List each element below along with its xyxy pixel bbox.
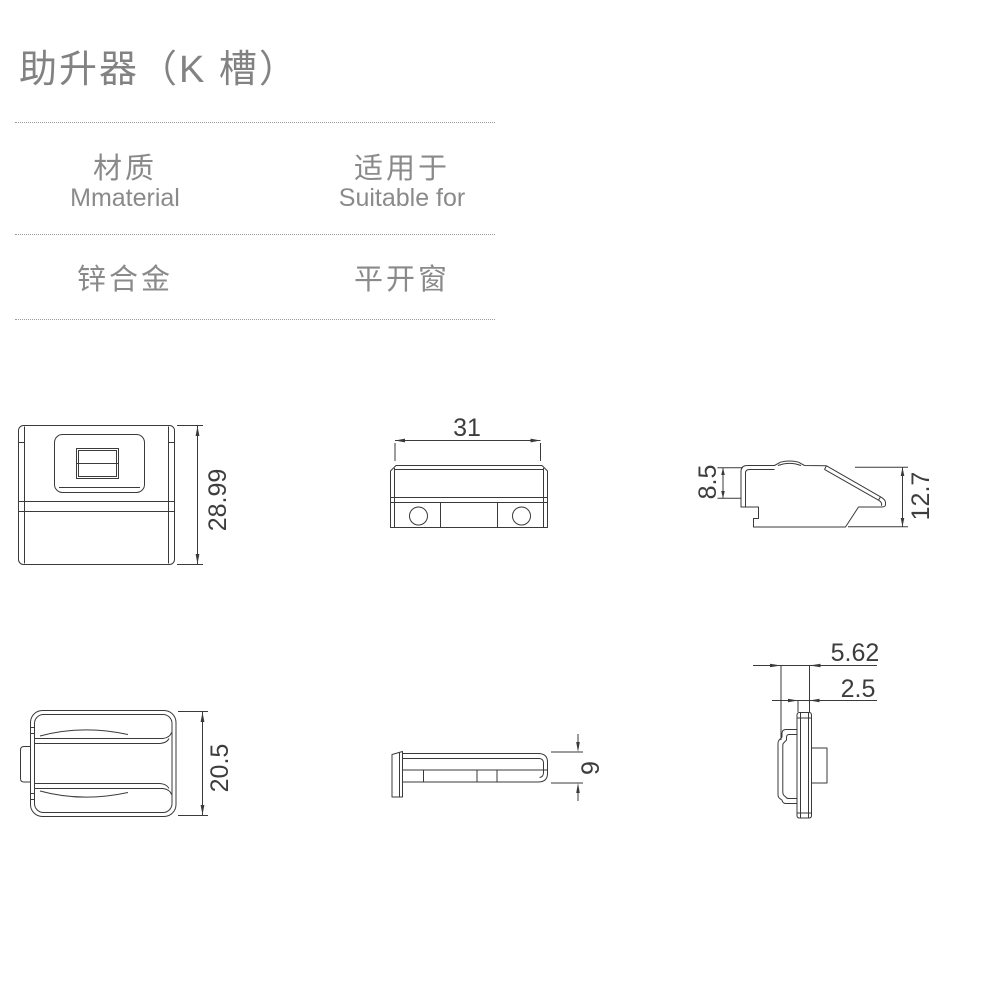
- suitable-label-en: Suitable for: [338, 184, 466, 212]
- profile-view-dimension-lines: [551, 734, 583, 801]
- top-view-drawing: [380, 438, 565, 534]
- bottom-view-drawing: [15, 700, 245, 822]
- material-label-cn: 材质: [92, 153, 157, 185]
- front-view-drawing: [10, 418, 210, 570]
- suitable-label-cn: 适用于: [353, 153, 450, 185]
- end-view-inner-width-dim: 2.5: [840, 675, 876, 703]
- suitable-value: 平开窗: [353, 264, 450, 296]
- material-value: 锌合金: [76, 264, 173, 296]
- end-view-dimension-lines: [753, 663, 877, 740]
- bottom-view-height-dim: 20.5: [206, 743, 234, 793]
- end-view-outer-width-dim: 5.62: [830, 639, 880, 667]
- divider-middle: [15, 234, 495, 235]
- profile-view-drawing: [385, 728, 610, 808]
- profile-view-height-dim: 9: [577, 761, 605, 775]
- bottom-view-outline: [21, 711, 177, 817]
- material-label-en: Mmaterial: [70, 184, 180, 212]
- divider-bottom: [15, 319, 495, 320]
- divider-top: [15, 122, 495, 123]
- profile-view-outline: [392, 752, 548, 798]
- end-view-outline: [778, 713, 827, 819]
- end-view-drawing: [745, 663, 890, 835]
- side-view-dimension-lines: [718, 467, 909, 527]
- top-view-width-dim: 31: [453, 414, 481, 442]
- front-view-height-dim: 28.99: [204, 468, 232, 532]
- front-view-dimension-lines: [177, 426, 203, 565]
- bottom-view-dimension-lines: [178, 712, 208, 816]
- side-view-left-height-dim: 8.5: [694, 464, 722, 500]
- front-view-outline: [19, 426, 175, 565]
- top-view-outline: [391, 466, 548, 528]
- side-view-drawing: [690, 455, 940, 540]
- page-title: 助升器（K 槽）: [19, 49, 299, 91]
- top-view-dimension-lines: [395, 438, 541, 461]
- side-view-outline: [741, 461, 886, 527]
- side-view-right-height-dim: 12.7: [907, 471, 935, 521]
